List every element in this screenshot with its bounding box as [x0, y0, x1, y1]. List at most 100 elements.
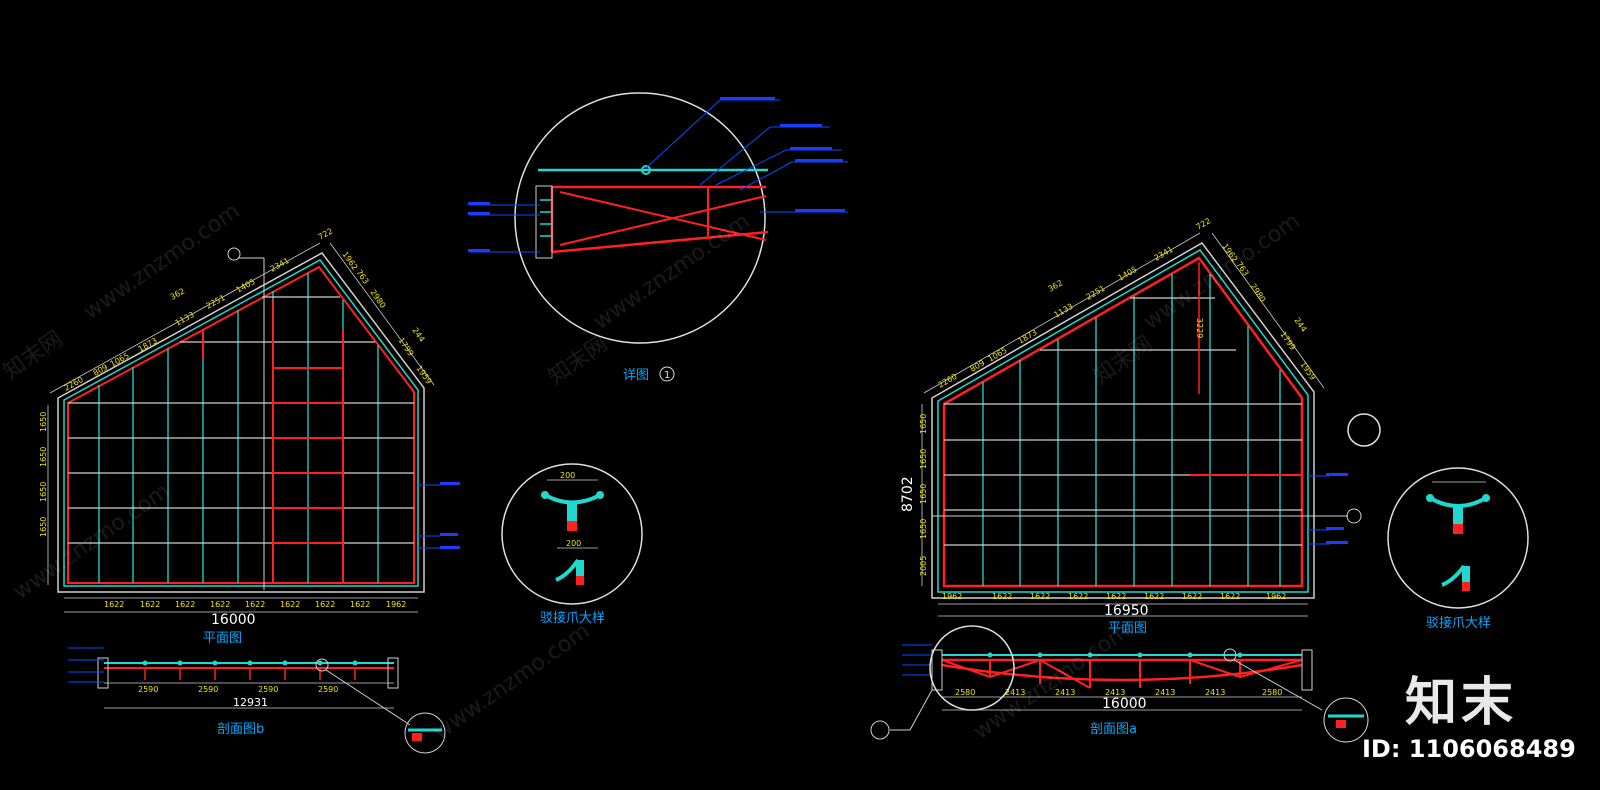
left-plan-red-members [202, 300, 344, 583]
dim-label: 1405 [235, 277, 257, 295]
dim-label: 2413 [1155, 688, 1175, 697]
joint-detail-circle [501, 463, 643, 605]
dim-label: 1133 [174, 310, 196, 328]
dim-label: 2590 [138, 685, 158, 694]
left-plan-transoms [68, 296, 414, 544]
right-section-view: 2580 2413 2413 2413 2413 2413 2580 16000… [870, 625, 1369, 743]
dim-label: 2413 [1055, 688, 1075, 697]
dim-label: 2413 [1205, 688, 1225, 697]
right-section-detail-marker [1223, 648, 1237, 662]
dim-label: 2980 [1248, 282, 1267, 304]
dim-label: 1650 [919, 414, 928, 434]
dim-label: 1622 [1182, 592, 1202, 601]
dim-label: 1959 [414, 364, 433, 386]
dim-label: 1650 [919, 449, 928, 469]
dim-label: 1622 [992, 592, 1012, 601]
dim-label: 1650 [39, 412, 48, 432]
dim-label: 1622 [1106, 592, 1126, 601]
right-section-zoom-right [1323, 697, 1369, 743]
dim-label: 1622 [1220, 592, 1240, 601]
left-left-dimensions: 1650 1650 1650 1650 [39, 412, 48, 537]
right-joint-circle [1387, 467, 1529, 609]
joint-caption-center: 驳接爪大样 [540, 610, 605, 626]
right-inner-dim: 3229 [1195, 318, 1204, 338]
dim-label: 722 [317, 226, 335, 241]
dim-label: 1622 [280, 600, 300, 609]
dim-label: 2590 [318, 685, 338, 694]
dim-label: 362 [169, 286, 187, 301]
right-section-total: 16000 [1102, 696, 1147, 712]
dim-label: 1405 [1117, 265, 1139, 283]
detail-number: 1 [664, 370, 670, 381]
asset-id-label: ID: 1106068489 [1362, 735, 1576, 763]
left-section-caption: 剖面图b [217, 722, 264, 737]
brand-logo: 知末 [1405, 673, 1518, 733]
dim-label: 244 [1292, 316, 1308, 334]
left-total-width: 16000 [211, 612, 256, 628]
right-total-width: 16950 [1104, 603, 1149, 619]
right-plan-outer-frame [931, 242, 1315, 599]
dim-label: 1959 [1298, 360, 1317, 382]
dim-label: 1622 [104, 600, 124, 609]
dim-label: 2413 [1105, 688, 1125, 697]
dim-label: 1873 [137, 336, 159, 354]
right-section-zoom-left [929, 625, 1015, 711]
center-detail-view: 详图 1 [468, 92, 848, 383]
watermark-text: www.znzmo.com [589, 209, 754, 335]
dim-label: 362 [1047, 278, 1065, 293]
dim-label: 244 [410, 326, 426, 344]
dim-label: 1622 [350, 600, 370, 609]
watermark-text: www.znzmo.com [429, 619, 594, 745]
dim-label: 2590 [198, 685, 218, 694]
right-height-dim: 8702 [900, 476, 916, 512]
detail-circle [514, 92, 766, 344]
detail-number-circle [659, 366, 675, 382]
watermark-text: www.znzmo.com [79, 199, 244, 325]
left-plan-mullions [98, 273, 379, 583]
right-plan-cyan-frame [937, 249, 1309, 593]
left-plan-outer-frame [57, 252, 425, 593]
dim-label: 1622 [315, 600, 335, 609]
dim-label: 2413 [1005, 688, 1025, 697]
dim-label: 2341 [269, 256, 291, 274]
right-plan-transoms [944, 297, 1302, 546]
joint-dim: 200 [560, 471, 575, 480]
left-plan-cyan-frame [63, 259, 419, 587]
watermark-text: 知末网 [1089, 332, 1157, 390]
watermark-text: 知末网 [544, 332, 612, 390]
dim-label: 2260 [937, 372, 959, 390]
dim-label: 2590 [258, 685, 278, 694]
left-section-total: 12931 [233, 696, 268, 709]
right-empty-circle [1347, 413, 1381, 447]
detail-caption: 详图 [623, 368, 649, 383]
dim-label: 1622 [1144, 592, 1164, 601]
joint-dim: 200 [566, 539, 581, 548]
dim-label: 2580 [955, 688, 975, 697]
left-bottom-dimensions: 1622 1622 1622 1622 1622 1622 1622 1622 … [104, 600, 406, 609]
dim-label: 1622 [245, 600, 265, 609]
dim-label: 1962 [1266, 592, 1286, 601]
right-bottom-dimensions: 1962 1622 1622 1622 1622 1622 1622 1622 … [942, 592, 1286, 601]
dim-label: 1622 [175, 600, 195, 609]
dim-label: 1650 [919, 519, 928, 539]
dim-label: 1962 [942, 592, 962, 601]
right-section-marker-left [870, 720, 890, 740]
right-left-dimensions: 1650 1650 1650 1650 2005 [919, 414, 928, 576]
left-plan-caption: 平面图 [203, 631, 242, 646]
dim-label: 1650 [39, 447, 48, 467]
dim-label: 763 [354, 268, 370, 286]
right-plan-caption: 平面图 [1108, 621, 1147, 636]
right-plan-mullions [982, 274, 1281, 586]
dim-label: 2580 [1262, 688, 1282, 697]
dim-label: 1622 [1030, 592, 1050, 601]
dim-label: 1650 [39, 517, 48, 537]
watermark-text: 知末网 [0, 327, 68, 385]
right-joint-detail: 驳接爪大样 [1387, 467, 1529, 631]
dim-label: 1133 [1053, 302, 1075, 320]
watermark-text: www.znzmo.com [1139, 209, 1304, 335]
joint-caption-right: 驳接爪大样 [1426, 615, 1491, 631]
right-plan-red-frame [942, 256, 1304, 588]
left-section-marker [227, 247, 241, 261]
dim-label: 2005 [919, 556, 928, 576]
